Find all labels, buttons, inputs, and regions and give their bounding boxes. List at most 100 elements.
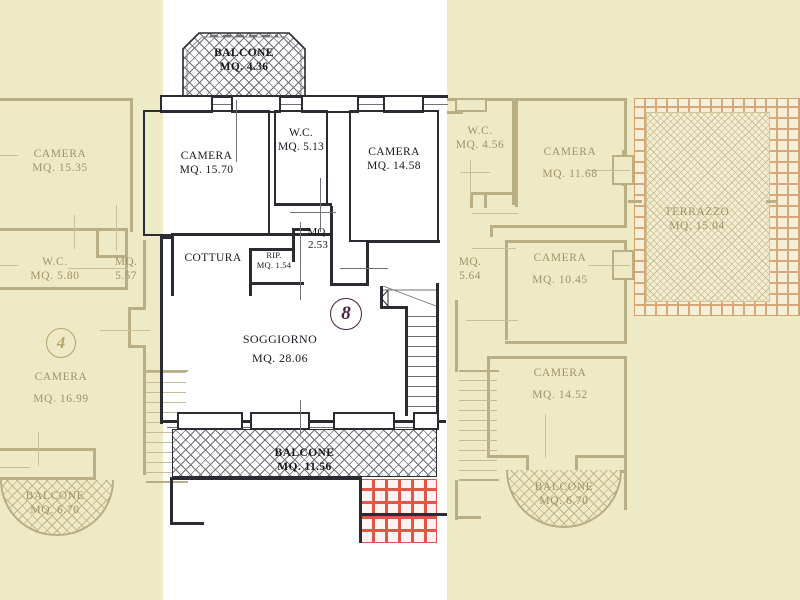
right-wall-seg	[455, 516, 481, 519]
left-wall-seg	[128, 307, 146, 310]
dimension-line	[68, 268, 128, 269]
left-wall-seg	[96, 255, 128, 258]
wall-rip-left	[249, 248, 252, 296]
stair-wall-left	[405, 306, 408, 416]
right-wall-seg	[490, 225, 625, 228]
red-grid-patch-upper	[361, 479, 437, 515]
left-wall-seg	[130, 98, 133, 232]
bottom-balcony-hatch	[172, 429, 437, 477]
dimension-line	[0, 155, 18, 156]
room-camera-ne[interactable]	[349, 110, 439, 242]
wall-camera-ne-lower	[366, 242, 369, 286]
dimension-line	[472, 248, 516, 249]
right-wall-seg	[624, 356, 627, 510]
room-camera-nw[interactable]	[143, 110, 270, 236]
right-wall-seg	[505, 240, 627, 243]
dimension-line	[460, 172, 490, 173]
right-wall-seg	[505, 242, 508, 340]
left-wall-seg	[0, 448, 96, 451]
left-wall-seg	[0, 287, 128, 290]
stair-wall-landing	[380, 306, 408, 309]
dimension-line	[74, 215, 75, 249]
wall-soggiorno-nw	[160, 236, 174, 239]
right-wall-seg	[624, 240, 627, 344]
left-wall-seg	[125, 228, 128, 290]
left-wall-seg	[0, 98, 132, 101]
dimension-line	[236, 100, 237, 162]
dimension-line	[320, 178, 321, 232]
dimension-line	[300, 222, 301, 300]
right-wall-seg	[459, 479, 499, 481]
wall-rip-top	[249, 248, 295, 251]
dimension-line	[588, 265, 630, 266]
right-wall-seg	[447, 98, 627, 101]
right-wall-seg	[455, 300, 458, 372]
dimension-line	[472, 213, 518, 214]
unit-badge-left: 4	[46, 328, 76, 358]
right-wall-seg	[487, 455, 529, 458]
window-top-3	[301, 95, 359, 113]
dimension-line	[100, 330, 150, 331]
top-balcony-hatch	[183, 33, 305, 95]
staircase-treads	[408, 308, 436, 416]
right-wall-seg	[470, 192, 473, 208]
wall-red-patch-top	[298, 477, 362, 480]
right-wall-seg	[470, 192, 515, 195]
right-wall-seg	[628, 200, 642, 203]
right-wall-seg	[455, 480, 458, 520]
dimension-line	[470, 160, 471, 198]
window-top-4	[383, 95, 424, 113]
red-grid-patch-lower	[361, 515, 437, 543]
right-wall-seg	[575, 455, 578, 471]
left-wall-seg	[146, 481, 188, 483]
right-wall-seg	[487, 356, 627, 359]
unit-badge-highlighted: 8	[330, 298, 362, 330]
wall-rip-bottom	[249, 282, 301, 285]
left-wall-seg	[146, 370, 188, 372]
dimension-line	[38, 432, 39, 466]
right-wall-seg	[505, 341, 627, 344]
left-wall-seg	[93, 448, 96, 480]
right-wall-seg	[526, 455, 529, 471]
wall-rip-right	[292, 248, 295, 262]
dimension-line	[300, 400, 301, 434]
window-bottom-1	[177, 412, 243, 430]
left-wall-seg	[143, 345, 146, 475]
right-window	[455, 98, 487, 112]
left-wall-seg	[128, 307, 131, 347]
left-wall-seg	[143, 240, 146, 310]
dimension-line	[116, 205, 117, 251]
wall-cottura-top	[171, 233, 331, 236]
dimension-line	[545, 414, 546, 458]
wall-camera-ne-bottom	[366, 240, 440, 243]
dimension-line	[466, 320, 518, 321]
wall-red-patch-left	[359, 477, 362, 543]
wall-mq253-left	[292, 228, 295, 250]
stair-wall-top	[380, 286, 383, 308]
wall-balcony-bottom	[172, 477, 298, 480]
wall-wc-bottom	[274, 203, 332, 206]
wall-mq253-bottom2	[333, 283, 369, 286]
wall-balcony-foot	[170, 522, 204, 525]
right-staircase	[459, 372, 497, 480]
left-wall-seg	[0, 477, 96, 480]
wall-mq253-bottom	[292, 282, 304, 285]
window-top-1	[160, 95, 213, 113]
wall-red-patch-mid	[359, 513, 447, 516]
wall-balcony-left	[170, 477, 173, 525]
dimension-line	[290, 212, 336, 213]
dimension-line	[0, 265, 18, 266]
dimension-line	[588, 170, 630, 171]
dimension-line	[0, 467, 30, 468]
right-wall-seg	[447, 111, 463, 114]
right-wall-seg	[490, 225, 493, 237]
window-bottom-2	[250, 412, 310, 430]
dimension-line	[340, 268, 388, 269]
wall-mq253-right	[330, 206, 333, 286]
wall-mq253-top	[292, 228, 310, 231]
right-wall-seg	[484, 192, 487, 208]
window-top-2	[231, 95, 281, 113]
left-wall-seg	[128, 345, 146, 348]
wall-cottura-left	[171, 233, 174, 296]
